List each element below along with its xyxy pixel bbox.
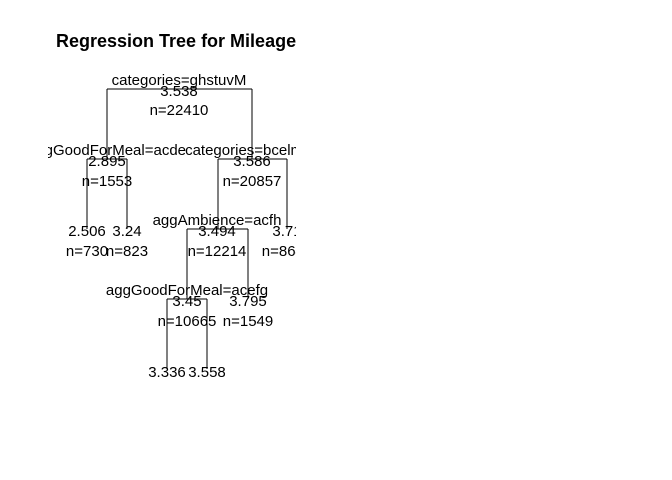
leaf-ll-value: 2.506 xyxy=(68,223,106,240)
rl-n: n=12214 xyxy=(188,243,247,260)
root-split-label: categories=ghstuvM xyxy=(112,72,247,89)
left-value: 2.895 xyxy=(88,153,126,170)
rll-split-label: aggGoodForMeal=acefg xyxy=(106,282,268,299)
left-split-label: aggGoodForMeal=acde xyxy=(28,142,186,159)
leaf-rlr-value: 3.795 xyxy=(229,293,267,310)
rl-split-label: aggAmbience=acfh xyxy=(153,212,282,229)
rll-value: 3.45 xyxy=(172,293,201,310)
leaf-rr-value: 3.71 xyxy=(272,223,301,240)
leaf-rllr-value: 3.558 xyxy=(188,364,226,381)
rl-value: 3.494 xyxy=(198,223,236,240)
root-value: 3.538 xyxy=(160,83,198,100)
left-n: n=1553 xyxy=(82,173,132,190)
rll-n: n=10665 xyxy=(158,313,217,330)
plot-title: Regression Tree for Mileage xyxy=(56,31,296,51)
right-value: 3.586 xyxy=(233,153,271,170)
right-split-label: categories=bcelmoz xyxy=(185,142,319,159)
leaf-rlr-n: n=1549 xyxy=(223,313,273,330)
leaf-ll-n: n=730 xyxy=(66,243,108,260)
leaf-lr-value: 3.24 xyxy=(112,223,141,240)
leaf-rlll-value: 3.336 xyxy=(148,364,186,381)
leaf-rr-n: n=8643 xyxy=(262,243,312,260)
right-n: n=20857 xyxy=(223,173,282,190)
root-n: n=22410 xyxy=(150,102,209,119)
tree-region: categories=ghstuvM 3.538 n=22410 aggGood… xyxy=(28,72,319,381)
leaf-lr-n: n=823 xyxy=(106,243,148,260)
